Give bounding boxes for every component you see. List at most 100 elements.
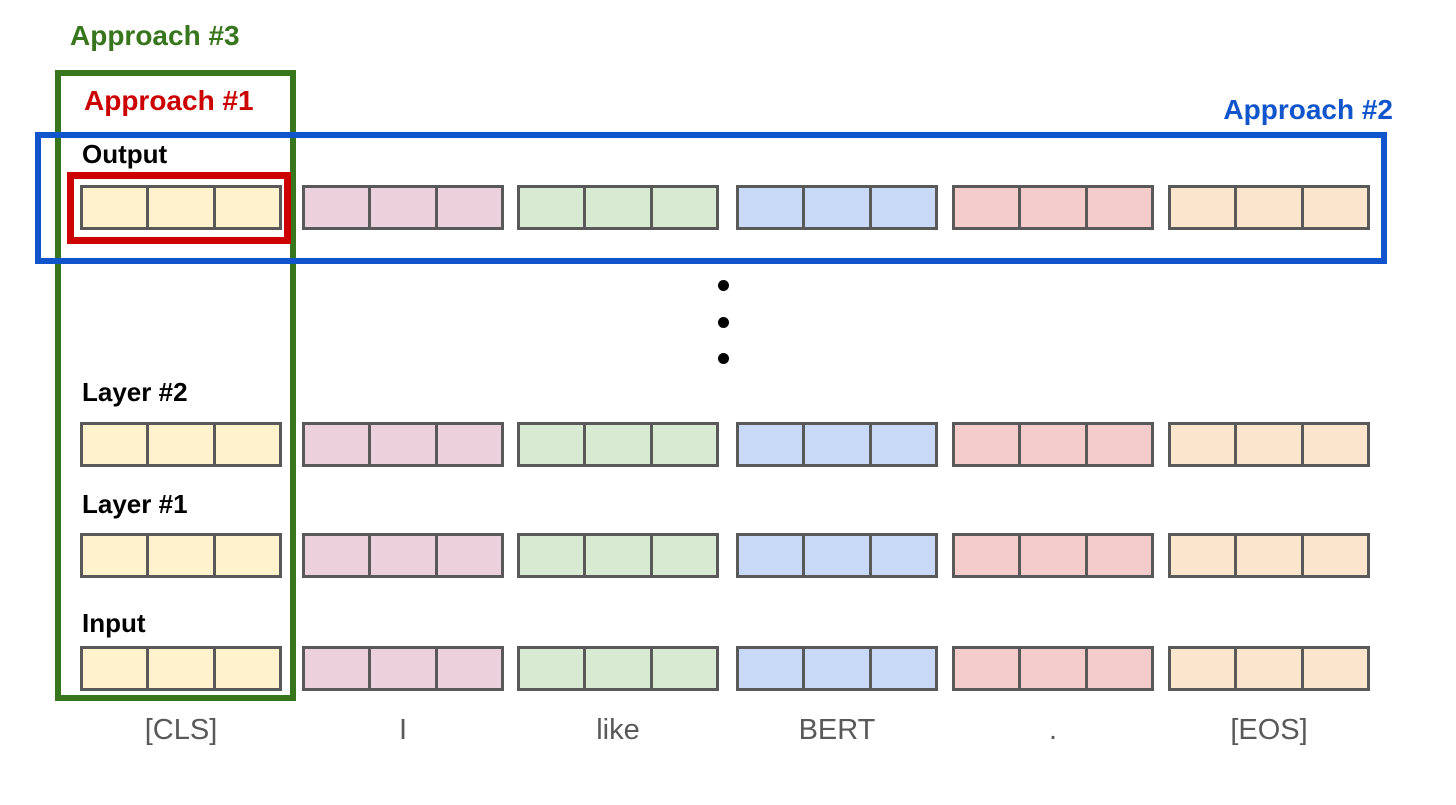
vector-cell: [517, 533, 587, 578]
ellipsis-dot: [718, 317, 729, 328]
vector-cell: [649, 646, 719, 691]
vector-cell: [434, 185, 504, 230]
vector-cell: [649, 533, 719, 578]
row-label-output: Output: [82, 139, 168, 169]
vector-cell: [80, 533, 150, 578]
row-label-layer-2: Layer #2: [82, 377, 188, 407]
vector-cell: [736, 185, 806, 230]
vector-cell: [434, 422, 504, 467]
vector-cell: [736, 422, 806, 467]
token-label: I: [398, 714, 408, 746]
approach3-label: Approach #3: [70, 20, 240, 51]
vector-cell: [1234, 185, 1304, 230]
vector-cell: [368, 185, 438, 230]
row-label-input: Input: [82, 608, 146, 638]
embedding-vector: [952, 533, 1154, 578]
embedding-vector: [517, 646, 719, 691]
vector-cell: [212, 422, 282, 467]
embedding-vector: [302, 533, 504, 578]
vector-cell: [583, 646, 653, 691]
vector-cell: [802, 185, 872, 230]
vector-cell: [80, 185, 150, 230]
approach1-label: Approach #1: [84, 85, 254, 116]
approach2-box: [35, 132, 1387, 264]
embedding-vector: [952, 422, 1154, 467]
vector-cell: [952, 185, 1022, 230]
embedding-vector: [517, 533, 719, 578]
embedding-vector: [302, 185, 504, 230]
vector-cell: [302, 533, 372, 578]
ellipsis-dot: [718, 280, 729, 291]
embedding-vector: [80, 646, 282, 691]
vector-cell: [1300, 185, 1370, 230]
vector-cell: [146, 646, 216, 691]
embedding-vector: [80, 533, 282, 578]
vector-cell: [952, 422, 1022, 467]
vector-cell: [583, 185, 653, 230]
embedding-vector: [1168, 422, 1370, 467]
embedding-vector: [517, 422, 719, 467]
token-label: [CLS]: [144, 714, 218, 746]
vector-cell: [212, 185, 282, 230]
embedding-vector: [80, 422, 282, 467]
vector-cell: [302, 422, 372, 467]
vector-cell: [302, 185, 372, 230]
embedding-vector: [1168, 646, 1370, 691]
vector-cell: [802, 533, 872, 578]
embedding-vector: [736, 533, 938, 578]
vector-cell: [649, 422, 719, 467]
vector-cell: [434, 646, 504, 691]
vector-cell: [517, 646, 587, 691]
vector-cell: [1168, 533, 1238, 578]
embedding-vector: [952, 646, 1154, 691]
vector-cell: [1168, 422, 1238, 467]
vector-cell: [1018, 185, 1088, 230]
embedding-vector: [80, 185, 282, 230]
ellipsis-dot: [718, 353, 729, 364]
vector-cell: [146, 533, 216, 578]
embedding-vector: [302, 646, 504, 691]
embedding-vector: [1168, 185, 1370, 230]
vector-cell: [1234, 646, 1304, 691]
embedding-vector: [302, 422, 504, 467]
vector-cell: [1300, 646, 1370, 691]
vector-cell: [80, 422, 150, 467]
vector-cell: [1168, 646, 1238, 691]
vector-cell: [1018, 646, 1088, 691]
vector-cell: [868, 533, 938, 578]
vector-cell: [1300, 422, 1370, 467]
vector-cell: [802, 646, 872, 691]
vector-cell: [368, 646, 438, 691]
vector-cell: [517, 422, 587, 467]
vector-cell: [146, 422, 216, 467]
vector-cell: [1300, 533, 1370, 578]
embedding-vector: [952, 185, 1154, 230]
vector-cell: [952, 646, 1022, 691]
vector-cell: [212, 646, 282, 691]
vector-cell: [1084, 533, 1154, 578]
token-label: BERT: [798, 714, 876, 746]
vector-cell: [952, 533, 1022, 578]
vector-cell: [649, 185, 719, 230]
token-label: [EOS]: [1230, 714, 1308, 746]
vector-cell: [1084, 422, 1154, 467]
vector-cell: [1084, 185, 1154, 230]
vector-cell: [583, 533, 653, 578]
vector-cell: [1018, 533, 1088, 578]
row-label-layer-1: Layer #1: [82, 489, 188, 519]
approach2-label: Approach #2: [1223, 94, 1393, 125]
vector-cell: [1018, 422, 1088, 467]
vector-cell: [302, 646, 372, 691]
vector-cell: [212, 533, 282, 578]
vector-cell: [583, 422, 653, 467]
vector-cell: [368, 422, 438, 467]
embedding-vector: [736, 185, 938, 230]
vector-cell: [736, 646, 806, 691]
embedding-vector: [517, 185, 719, 230]
vector-cell: [146, 185, 216, 230]
vector-cell: [517, 185, 587, 230]
vector-cell: [1084, 646, 1154, 691]
vector-cell: [1168, 185, 1238, 230]
vector-cell: [368, 533, 438, 578]
